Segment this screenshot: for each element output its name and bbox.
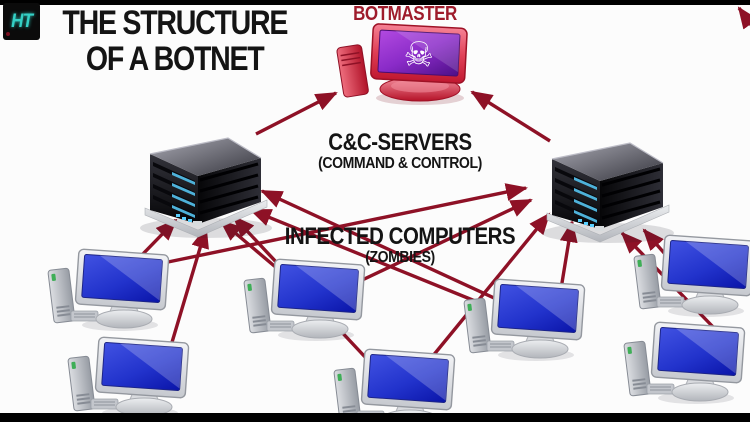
infection-arrow [470, 90, 551, 143]
monitor [660, 234, 750, 297]
server-face-top [150, 138, 261, 176]
screen-sheen [385, 355, 449, 401]
infection-arrow [167, 183, 528, 264]
page-title: THE STRUCTURE OF A BOTNET [30, 5, 320, 77]
server-face-left [150, 154, 198, 224]
computer-keyboard [656, 296, 685, 308]
infection-arrow [249, 208, 481, 305]
server-platform [144, 199, 268, 238]
cc-servers-subtitle: (COMMAND & CONTROL) [318, 155, 482, 172]
computer-keyboard [90, 398, 119, 410]
infection-arrow [357, 198, 533, 284]
infection-arrow [737, 6, 750, 30]
zombie-computer-1 [47, 248, 170, 331]
botmaster-tower [336, 44, 369, 98]
screen-sheen [395, 30, 460, 73]
computer-tower [623, 340, 652, 397]
infected-computers-title: INFECTED COMPUTERS [284, 223, 516, 250]
screen-sheen [685, 241, 749, 287]
monitor-base [681, 295, 739, 315]
screen-sheen [295, 265, 359, 311]
cc-servers-label: C&C-SERVERS (COMMAND & CONTROL) [238, 130, 562, 173]
computer-tower [67, 355, 96, 412]
computer-tower [633, 253, 662, 310]
screen-sheen [119, 343, 183, 389]
computer-keyboard [646, 383, 675, 395]
monitor-base [511, 339, 569, 359]
infection-arrow [255, 91, 338, 136]
title-line-1: THE STRUCTURE [62, 4, 289, 42]
server-platform [546, 204, 670, 243]
computer-keyboard [266, 320, 295, 332]
monitor [360, 348, 456, 411]
zombie-computer-2 [67, 336, 190, 419]
monitor-base [671, 382, 729, 402]
computer-keyboard [486, 340, 515, 352]
cc-servers-title: C&C-SERVERS [328, 129, 472, 156]
zombie-computer-3 [243, 258, 366, 341]
infection-arrow [558, 220, 578, 296]
infection-arrow [260, 189, 521, 312]
botmaster-monitor: ☠ [370, 23, 468, 84]
computer-tower [47, 267, 76, 324]
zombie-computer-7 [623, 321, 746, 404]
botmaster-label-text: BOTMASTER [353, 3, 457, 25]
brand-logo-text: HT [10, 10, 33, 32]
cc-server-left [140, 137, 272, 238]
screen-sheen [675, 328, 739, 374]
botmaster-label: BOTMASTER [300, 4, 510, 25]
monitor [650, 321, 746, 384]
server-face-left [552, 159, 600, 229]
infection-arrow [168, 226, 209, 350]
infection-arrow [430, 212, 551, 359]
monitor [94, 336, 190, 399]
monitor-base [95, 309, 153, 329]
brand-logo: HT [3, 3, 40, 40]
computer-keyboard [70, 310, 99, 322]
zombie-computer-4 [333, 348, 456, 422]
top-letterbox-bar [0, 0, 750, 5]
skull-icon: ☠ [403, 34, 436, 76]
title-line-2: OF A BOTNET [86, 40, 265, 78]
server-face-right [198, 158, 261, 224]
monitor-base [291, 319, 349, 339]
computer-tower [243, 277, 272, 334]
infected-computers-subtitle: (ZOMBIES) [365, 249, 435, 266]
zombie-computer-5 [463, 278, 586, 361]
screen-sheen [99, 255, 163, 301]
monitor [490, 278, 586, 341]
bottom-letterbox-bar [0, 413, 750, 422]
cc-server-right [542, 142, 674, 243]
infected-computers-label: INFECTED COMPUTERS (ZOMBIES) [212, 224, 588, 267]
botmaster-computer: ☠ [336, 23, 468, 105]
computer-tower [333, 367, 362, 422]
monitor [74, 248, 170, 311]
monitor [270, 258, 366, 321]
server-face-top [552, 143, 663, 181]
computer-tower [463, 297, 492, 354]
zombie-computer-6 [633, 234, 750, 317]
screen-sheen [515, 285, 579, 331]
server-face-right [600, 163, 663, 229]
